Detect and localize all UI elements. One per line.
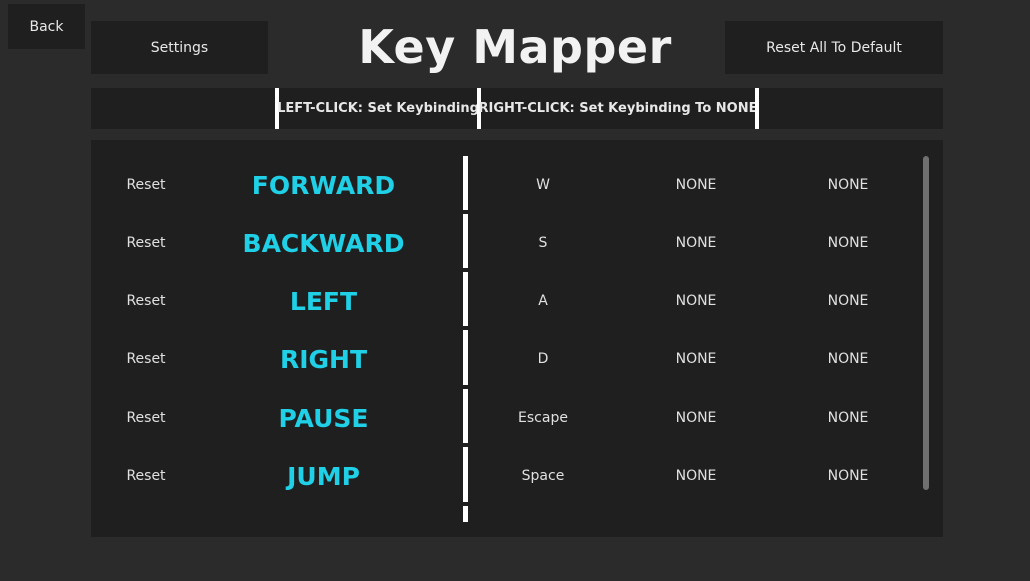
tertiary-key-slot[interactable]: NONE bbox=[827, 351, 869, 367]
action-label: JUMP bbox=[287, 461, 360, 491]
tertiary-key-slot[interactable]: NONE bbox=[827, 235, 869, 251]
secondary-key-slot[interactable]: NONE bbox=[675, 468, 717, 484]
secondary-key-slot[interactable]: NONE bbox=[675, 235, 717, 251]
tertiary-key-slot[interactable]: NONE bbox=[827, 468, 869, 484]
keybinding-row-forward: Reset FORWARD W NONE NONE bbox=[91, 156, 943, 214]
keybinding-row-right: Reset RIGHT D NONE NONE bbox=[91, 330, 943, 388]
column-divider bbox=[463, 389, 468, 443]
primary-key-slot[interactable]: S bbox=[538, 235, 548, 251]
column-divider bbox=[463, 447, 468, 502]
tertiary-key-slot[interactable]: NONE bbox=[827, 410, 869, 426]
tertiary-key-slot[interactable]: NONE bbox=[827, 293, 869, 309]
primary-key-slot[interactable]: A bbox=[538, 293, 548, 309]
hint-bar: LEFT-CLICK: Set Keybinding RIGHT-CLICK: … bbox=[91, 88, 943, 129]
secondary-key-slot[interactable]: NONE bbox=[675, 410, 717, 426]
hint-separator-right bbox=[755, 88, 759, 129]
primary-key-slot[interactable]: D bbox=[537, 351, 549, 367]
keybinding-row-pause: Reset PAUSE Escape NONE NONE bbox=[91, 389, 943, 447]
reset-button[interactable]: Reset bbox=[126, 177, 166, 193]
reset-button[interactable]: Reset bbox=[126, 235, 166, 251]
action-label: LEFT bbox=[289, 286, 358, 316]
keybinding-row-left: Reset LEFT A NONE NONE bbox=[91, 272, 943, 330]
hint-separator-middle bbox=[477, 88, 481, 129]
keybinding-row-jump: Reset JUMP Space NONE NONE bbox=[91, 447, 943, 505]
action-label: FORWARD bbox=[251, 170, 396, 200]
page-title: Key Mapper bbox=[358, 20, 672, 74]
keybinding-list: Reset FORWARD W NONE NONE Reset BACKWARD… bbox=[91, 140, 943, 537]
right-click-hint: RIGHT-CLICK: Set Keybinding To NONE bbox=[478, 101, 758, 116]
keybinding-row-backward: Reset BACKWARD S NONE NONE bbox=[91, 214, 943, 272]
column-divider bbox=[463, 214, 468, 268]
column-divider bbox=[463, 330, 468, 385]
reset-button[interactable]: Reset bbox=[126, 351, 166, 367]
hint-separator-left bbox=[275, 88, 279, 129]
reset-button[interactable]: Reset bbox=[126, 468, 166, 484]
secondary-key-slot[interactable]: NONE bbox=[675, 293, 717, 309]
left-click-hint: LEFT-CLICK: Set Keybinding bbox=[277, 101, 479, 116]
action-label: BACKWARD bbox=[242, 228, 405, 258]
primary-key-slot[interactable]: Escape bbox=[518, 410, 568, 426]
back-button[interactable]: Back bbox=[8, 4, 85, 49]
reset-button[interactable]: Reset bbox=[126, 293, 166, 309]
reset-all-to-default-button[interactable]: Reset All To Default bbox=[725, 21, 943, 74]
column-divider bbox=[463, 506, 468, 522]
action-label: RIGHT bbox=[279, 344, 368, 374]
action-label: PAUSE bbox=[278, 403, 369, 433]
primary-key-slot[interactable]: Space bbox=[521, 468, 565, 484]
secondary-key-slot[interactable]: NONE bbox=[675, 177, 717, 193]
column-divider bbox=[463, 156, 468, 210]
reset-button[interactable]: Reset bbox=[126, 410, 166, 426]
secondary-key-slot[interactable]: NONE bbox=[675, 351, 717, 367]
tertiary-key-slot[interactable]: NONE bbox=[827, 177, 869, 193]
vertical-scrollbar[interactable] bbox=[923, 156, 929, 490]
settings-button[interactable]: Settings bbox=[91, 21, 268, 74]
column-divider bbox=[463, 272, 468, 326]
primary-key-slot[interactable]: W bbox=[536, 177, 550, 193]
